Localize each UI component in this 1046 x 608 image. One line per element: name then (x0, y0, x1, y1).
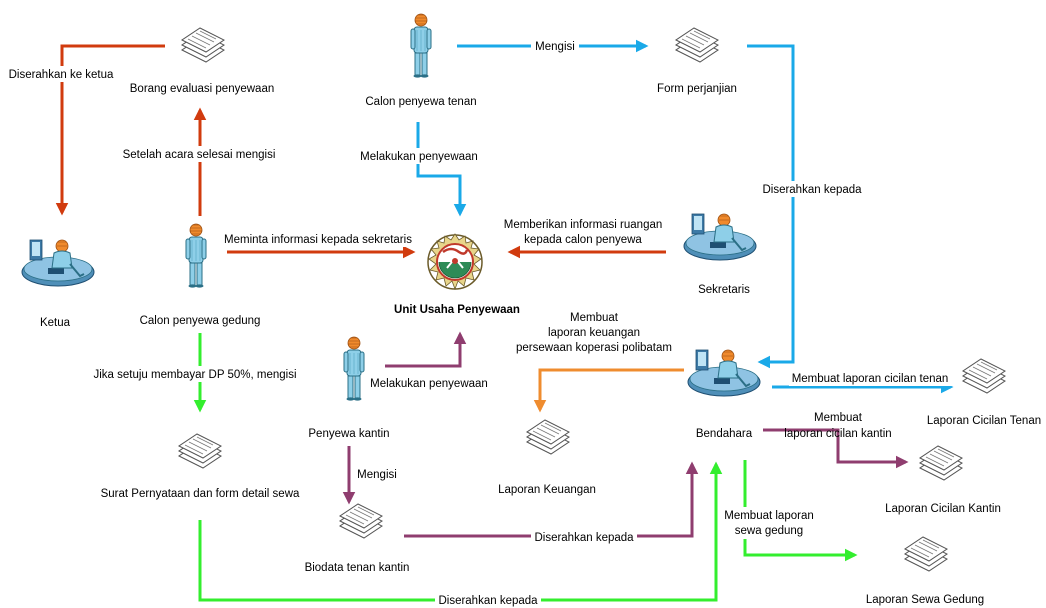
node-label-calon-gedung: Calon penyewa gedung (140, 315, 261, 327)
arrow-bendahara-to-lap-kantin (763, 428, 909, 469)
label-memberikan-info-line2: kepada calon penyewa (524, 234, 642, 246)
penyewa-kantin-person-icon (343, 336, 365, 402)
node-label-laporan-tenan: Laporan Cicilan Tenan (927, 415, 1041, 427)
bendahara-workstation-icon (687, 349, 761, 397)
label-membuat-lk-line2: laporan keuangan (548, 327, 640, 339)
node-label-form-perjanjian: Form perjanjian (657, 83, 737, 95)
label-lap-cicilan-tenan: Membuat laporan cicilan tenan (792, 373, 949, 385)
label-diserahkan-ke-ketua: Diserahkan ke ketua (9, 69, 114, 81)
label-diserahkan-kepada-right: Diserahkan kepada (762, 184, 862, 196)
label-lap-gedung-line1: Membuat laporan (724, 510, 814, 522)
node-label-ketua: Ketua (40, 317, 71, 329)
biodata-document-icon (339, 503, 383, 539)
label-setelah-acara: Setelah acara selesai mengisi (123, 149, 276, 161)
arrow-borang-to-ketua (55, 44, 165, 216)
node-label-calon-tenan: Calon penyewa tenan (365, 96, 476, 108)
arrow-bendahara-to-lap-keuangan (533, 368, 684, 413)
label-lap-kantin-line1: Membuat (814, 412, 863, 424)
label-melakukan-penyewaan-kantin: Melakukan penyewaan (370, 378, 488, 390)
koperasi-logo-icon (427, 233, 483, 291)
arrow-calon-tenan-to-unit (416, 122, 467, 217)
sekretaris-workstation-icon (683, 213, 757, 261)
arrow-biodata-to-bendahara (404, 461, 699, 538)
node-label-unit-usaha: Unit Usaha Penyewaan (394, 304, 520, 316)
label-jika-setuju: Jika setuju membayar DP 50%, mengisi (93, 369, 296, 381)
arrow-penyewa-kantin-to-unit (385, 331, 467, 368)
arrow-form-to-bendahara (747, 44, 795, 369)
calon-gedung-person-icon (185, 223, 207, 289)
label-membuat-lk-line3: persewaan koperasi polibatam (516, 342, 672, 354)
arrow-bendahara-to-lap-gedung (743, 460, 858, 562)
arrow-surat-to-bendahara (198, 461, 723, 602)
laporan-tenan-document-icon (962, 358, 1006, 394)
surat-document-icon (178, 433, 222, 469)
node-label-biodata: Biodata tenan kantin (305, 562, 410, 574)
label-diserahkan-surat: Diserahkan kepada (438, 595, 538, 607)
label-melakukan-penyewaan-top: Melakukan penyewaan (360, 151, 478, 163)
laporan-keuangan-document-icon (526, 419, 570, 455)
node-label-laporan-kantin: Laporan Cicilan Kantin (885, 503, 1001, 515)
label-diserahkan-biodata: Diserahkan kepada (534, 532, 634, 544)
node-label-surat: Surat Pernyataan dan form detail sewa (101, 488, 300, 500)
form-perjanjian-document-icon (675, 27, 719, 63)
node-label-penyewa-kantin: Penyewa kantin (308, 428, 389, 440)
node-label-sekretaris: Sekretaris (698, 284, 750, 296)
label-memberikan-info-line1: Memberikan informasi ruangan (504, 219, 663, 231)
label-lap-kantin-line2: laporan cicilan kantin (784, 428, 891, 440)
calon-tenan-person-icon (410, 13, 432, 79)
laporan-gedung-document-icon (904, 536, 948, 572)
borang-document-icon (181, 27, 225, 63)
node-label-borang: Borang evaluasi penyewaan (130, 83, 275, 95)
label-meminta-informasi: Meminta informasi kepada sekretaris (224, 234, 412, 246)
label-membuat-lk-line1: Membuat (570, 312, 619, 324)
label-mengisi-kantin: Mengisi (357, 469, 397, 481)
label-lap-gedung-line2: sewa gedung (735, 525, 803, 537)
node-label-laporan-gedung: Laporan Sewa Gedung (866, 594, 984, 606)
node-label-bendahara: Bendahara (696, 428, 753, 440)
label-mengisi-top: Mengisi (535, 41, 575, 53)
ketua-workstation-icon (21, 239, 95, 287)
node-label-laporan-keuangan: Laporan Keuangan (498, 484, 596, 496)
laporan-kantin-document-icon (919, 445, 963, 481)
